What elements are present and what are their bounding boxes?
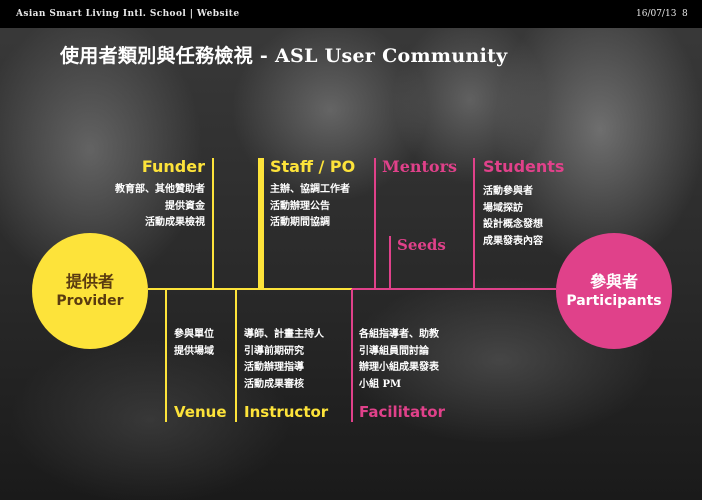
venue-item: 提供場域	[174, 345, 214, 357]
funder-item: 提供資金	[165, 200, 205, 212]
slide-date: 16/07/13	[636, 9, 677, 19]
funder-connector	[212, 158, 214, 289]
top-bar: Asian Smart Living Intl. School | Websit…	[0, 0, 702, 28]
instructor-item: 導師、計畫主持人	[244, 329, 324, 340]
instructor-item: 活動成果審核	[244, 378, 304, 390]
students-item: 設計概念發想	[483, 219, 543, 230]
funder-label: Funder	[141, 157, 205, 176]
students-item: 成果發表內容	[483, 235, 543, 247]
instructor-label: Instructor	[244, 403, 329, 421]
staff-items: 主辦、協調工作者 活動辦理公告 活動期間協調	[270, 182, 350, 232]
main-axis-right	[352, 288, 556, 290]
provider-circle: 提供者 Provider	[32, 233, 148, 349]
seeds-label: Seeds	[397, 236, 446, 254]
students-item: 場域探訪	[483, 202, 523, 214]
instructor-items: 導師、計畫主持人 引導前期研究 活動辦理指導 活動成果審核	[244, 327, 324, 393]
students-items: 活動參與者 場域探訪 設計概念發想 成果發表內容	[483, 184, 543, 250]
mentors-connector	[374, 158, 376, 289]
participants-zh: 參與者	[589, 272, 638, 291]
facilitator-item: 引導組員間討論	[359, 345, 429, 357]
staff-item: 活動期間協調	[270, 217, 330, 228]
staff-item: 主辦、協調工作者	[270, 184, 350, 195]
staff-connector	[258, 158, 264, 289]
instructor-item: 活動辦理指導	[244, 362, 304, 373]
participants-en: Participants	[566, 293, 662, 309]
students-item: 活動參與者	[483, 186, 533, 197]
facilitator-item: 各組指導者、助教	[359, 329, 439, 340]
facilitator-item: 小組 PM	[359, 378, 402, 390]
staff-label: Staff / PO	[270, 157, 356, 176]
participants-circle: 參與者 Participants	[556, 233, 672, 349]
main-axis-left	[148, 288, 352, 290]
provider-zh: 提供者	[65, 272, 114, 291]
venue-connector	[165, 289, 167, 422]
funder-items: 教育部、其他贊助者 提供資金 活動成果檢視	[115, 182, 205, 232]
funder-item: 教育部、其他贊助者	[115, 184, 205, 195]
slide-title: 使用者類別與任務檢視 - ASL User Community	[60, 45, 508, 67]
staff-item: 活動辦理公告	[270, 200, 330, 212]
page-number: 8	[682, 9, 688, 19]
school-name: Asian Smart Living Intl. School | Websit…	[16, 9, 240, 19]
venue-items: 參與單位 提供場域	[174, 327, 214, 360]
seeds-connector	[389, 236, 391, 289]
venue-item: 參與單位	[174, 329, 214, 340]
facilitator-item: 辦理小組成果發表	[359, 362, 439, 373]
facilitator-connector	[351, 289, 353, 422]
students-label: Students	[483, 157, 565, 176]
students-connector	[473, 158, 475, 289]
provider-en: Provider	[56, 293, 124, 309]
facilitator-label: Facilitator	[359, 403, 445, 421]
instructor-connector	[235, 289, 237, 422]
instructor-item: 引導前期研究	[244, 345, 304, 357]
venue-label: Venue	[174, 403, 227, 421]
facilitator-items: 各組指導者、助教 引導組員間討論 辦理小組成果發表 小組 PM	[359, 327, 439, 393]
mentors-label: Mentors	[382, 157, 458, 176]
funder-item: 活動成果檢視	[145, 217, 205, 228]
